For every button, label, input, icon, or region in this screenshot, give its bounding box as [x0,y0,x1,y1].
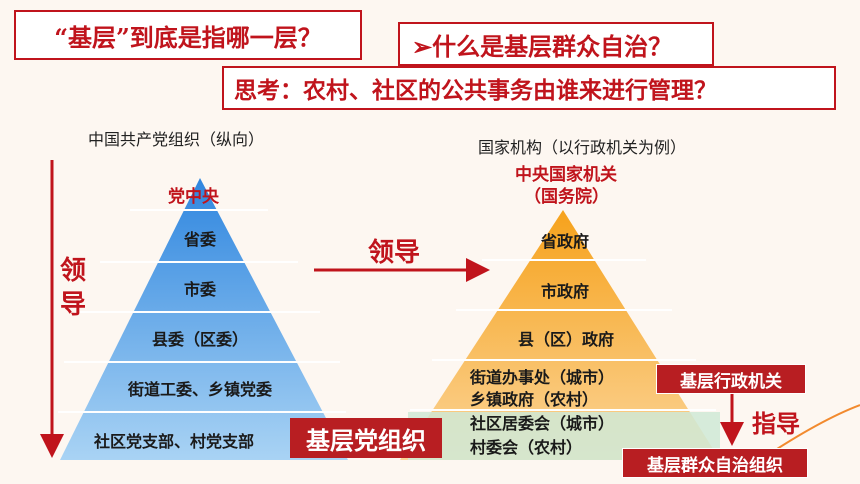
party-level-1: 省委 [183,230,216,249]
street-office-label: 街道办事处（城市） [470,368,615,387]
grassroots-mass-badge: 基层群众自治组织 [622,448,808,478]
government-level-1: 省政府 [540,232,589,251]
question-box-3: 思考：农村、社区的公共事务由谁来进行管理？ [222,66,836,110]
party-top-label: 党中央 [168,187,219,207]
party-subtitle: 中国共产党组织（纵向） [88,130,265,149]
question-box-1: “基层”到底是指哪一层？ [14,10,362,60]
question-2-text: ➢什么是基层群众自治？ [412,31,673,61]
government-pyramid [400,210,720,460]
central-organ-label: 中央国家机关 [515,165,617,185]
question-box-2: ➢什么是基层群众自治？ [398,22,714,66]
lead-arrow-label: 领导 [368,238,421,268]
villagers-committee-label: 村委会（农村） [470,438,583,457]
government-level-3: 县（区）政府 [517,330,614,349]
party-level-4: 街道工委、乡镇党委 [127,380,272,399]
lead-vertical-char-2: 导 [60,290,87,320]
party-level-5: 社区党支部、村党支部 [93,432,254,451]
grassroots-party-badge: 基层党组织 [290,418,442,458]
question-3-text: 思考：农村、社区的公共事务由谁来进行管理？ [234,77,717,104]
township-government-label: 乡镇政府（农村） [470,390,599,409]
lead-vertical-char-1: 领 [60,256,87,286]
residents-committee-label: 社区居委会（城市） [470,414,615,433]
government-subtitle: 国家机构（以行政机关为例） [478,138,687,157]
party-pyramid [60,178,348,460]
guide-label: 指导 [752,409,800,438]
question-1-text: “基层”到底是指哪一层？ [54,22,322,52]
state-council-label: （国务院） [524,187,609,207]
party-level-2: 市委 [183,280,216,299]
party-level-3: 县委（区委） [151,330,248,349]
government-level-2: 市政府 [540,282,589,301]
grassroots-admin-badge: 基层行政机关 [656,364,806,394]
